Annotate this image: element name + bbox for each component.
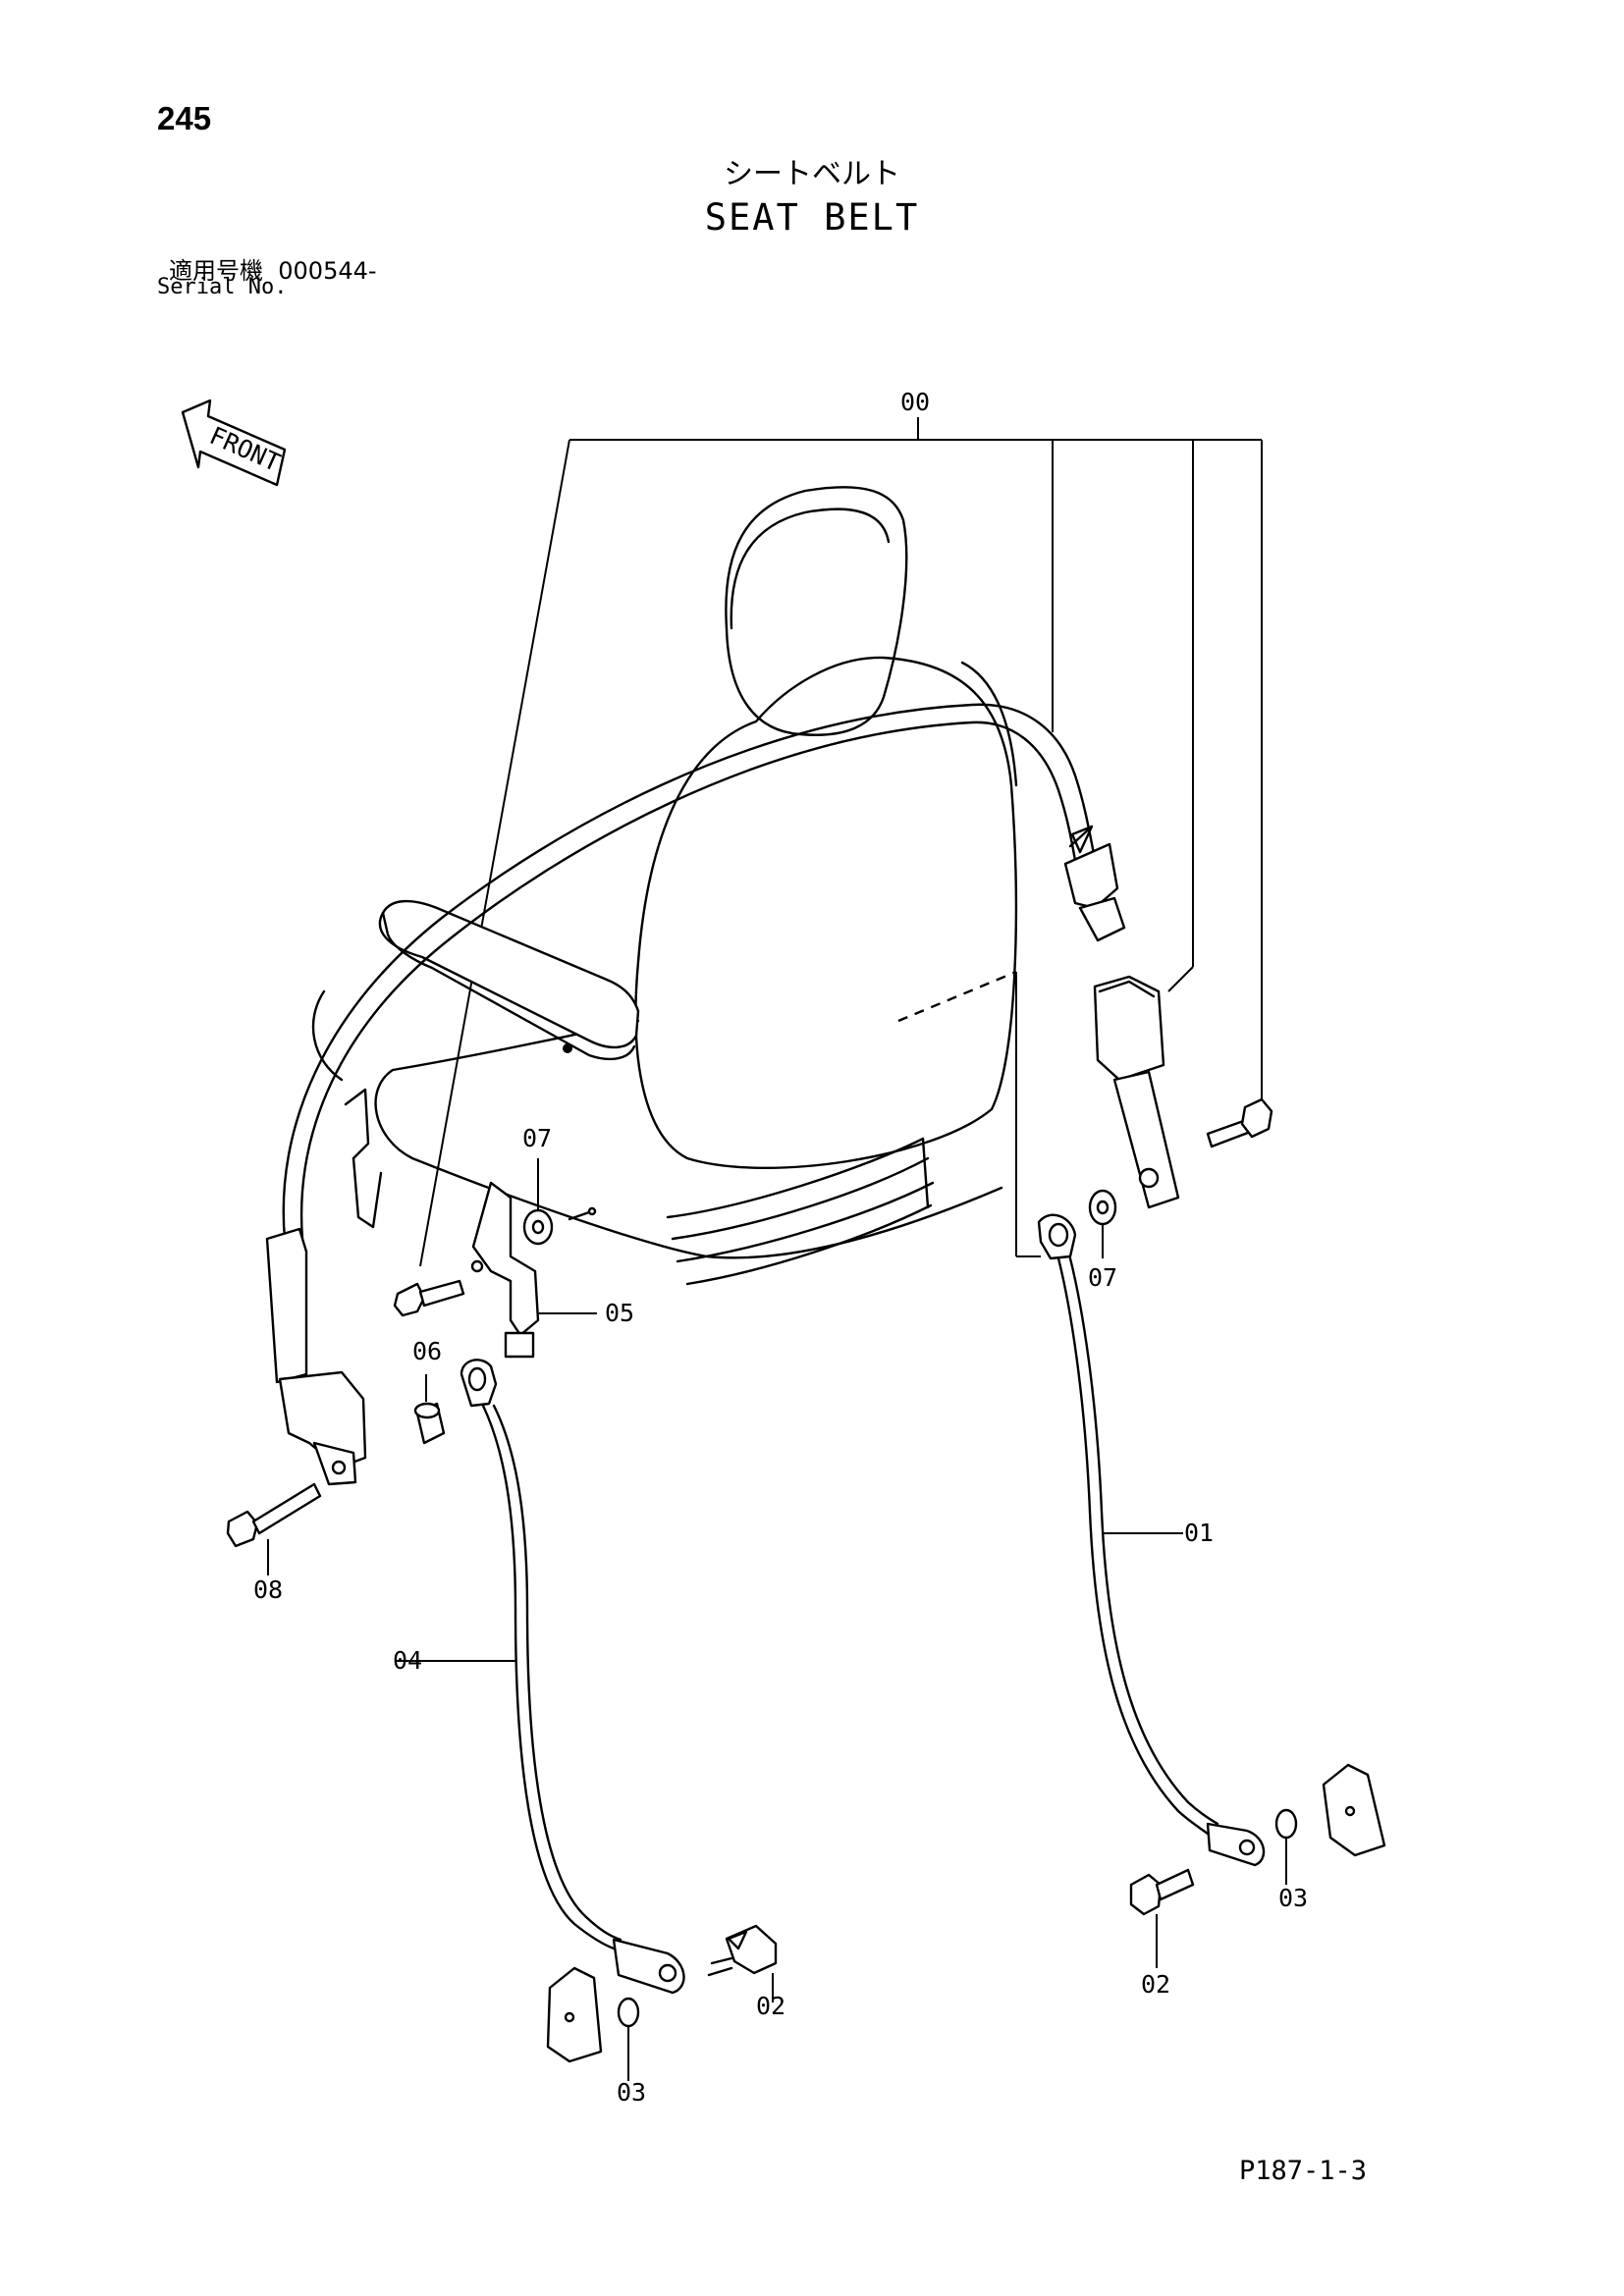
- washer-part-03-right: [1274, 1808, 1298, 1885]
- ground-block-left: [546, 1966, 603, 2063]
- figure-code: P187-1-3: [1239, 2156, 1368, 2186]
- title-english: SEAT BELT: [704, 196, 920, 239]
- page-number: 245: [157, 100, 212, 136]
- washer-part-07-left: [522, 1158, 597, 1246]
- seat-illustration: [311, 486, 1041, 1286]
- bolt-part-02-right: [1129, 1868, 1195, 1968]
- seat-belt-webbing: [265, 703, 1180, 1486]
- callout-08: 08: [253, 1575, 283, 1604]
- bracket-part-05: [470, 1181, 597, 1359]
- callout-04: 04: [393, 1646, 422, 1675]
- callout-07-left: 07: [522, 1124, 552, 1152]
- bolt-part-02-left: [707, 1924, 778, 2002]
- ground-block-right: [1322, 1763, 1386, 1857]
- callout-01: 01: [1184, 1519, 1214, 1547]
- callout-00: 00: [900, 388, 930, 416]
- callout-03-left: 03: [617, 2078, 646, 2107]
- title-japanese: シートベルト: [724, 157, 900, 191]
- serial-label-jp: 適用号機: [169, 257, 263, 285]
- serial-applicability: 適用号機 000544-: [169, 251, 377, 286]
- retractor-mount-bolt-icon: [393, 1279, 465, 1317]
- callout-07-right: 07: [1088, 1263, 1117, 1292]
- assembly-callout-lines: [419, 417, 1263, 1267]
- callout-06: 06: [412, 1337, 442, 1365]
- washer-part-03-left: [617, 1997, 640, 2081]
- callout-02-right: 02: [1141, 1970, 1170, 1999]
- front-arrow-icon: FRONT: [181, 399, 287, 487]
- buckle-bolt-icon: [1206, 1097, 1273, 1148]
- serial-value: 000544-: [278, 257, 377, 285]
- bolt-part-08: [226, 1482, 322, 1575]
- ground-cable-part-01: [1037, 1213, 1266, 1867]
- ground-cable-part-04: [395, 1359, 685, 1995]
- serial-label-en: Serial No.: [157, 275, 288, 299]
- washer-part-07-right: [1088, 1189, 1117, 1258]
- callout-05: 05: [605, 1299, 634, 1327]
- collar-part-06: [413, 1374, 446, 1445]
- callout-02-left: 02: [756, 1992, 785, 2020]
- callout-03-right: 03: [1278, 1884, 1308, 1912]
